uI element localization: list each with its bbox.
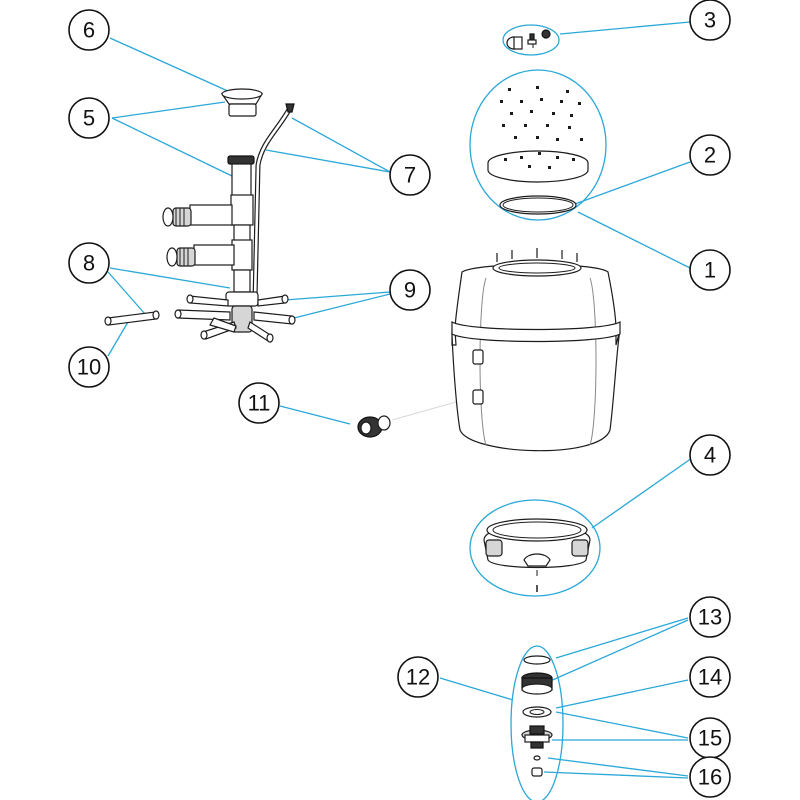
svg-text:14: 14 [698, 665, 722, 690]
leader-lines [107, 21, 693, 779]
drain-plug-part-11 [357, 415, 391, 438]
leader-13b [547, 619, 689, 683]
callout-16: 16 [689, 756, 731, 798]
svg-text:10: 10 [77, 355, 101, 380]
callout-10: 10 [68, 346, 110, 388]
collector-assembly [104, 88, 391, 438]
callout-1: 1 [689, 249, 731, 291]
svg-text:15: 15 [698, 726, 722, 751]
fittings-part-3 [506, 29, 551, 50]
callout-12: 12 [397, 656, 439, 698]
leader-8a [109, 267, 231, 289]
svg-text:5: 5 [83, 106, 95, 131]
o-ring-part-2 [499, 195, 577, 215]
svg-text:8: 8 [83, 251, 95, 276]
leader-1 [577, 211, 691, 269]
leader-5b [111, 117, 233, 177]
callout-5: 5 [68, 97, 110, 139]
leader-6 [109, 37, 231, 93]
leader-16a [547, 757, 689, 777]
leader-11 [279, 405, 351, 425]
svg-text:2: 2 [704, 143, 716, 168]
filter-tank [451, 248, 621, 452]
callout-2: 2 [689, 134, 731, 176]
lateral-right [253, 311, 293, 325]
leader-15a [555, 711, 689, 739]
tank-base-part-4 [483, 518, 591, 592]
leader-10 [107, 321, 129, 357]
svg-text:12: 12 [406, 665, 430, 690]
callout-8: 8 [68, 242, 110, 284]
leader-13a [555, 617, 689, 659]
svg-text:7: 7 [404, 163, 416, 188]
lateral-back-right [257, 295, 286, 307]
svg-text:1: 1 [704, 258, 716, 283]
leader-5a [111, 101, 226, 119]
leader-9a [284, 291, 391, 301]
leader-9b [293, 293, 391, 319]
callout-15: 15 [689, 717, 731, 759]
callout-3: 3 [689, 0, 731, 41]
callout-9: 9 [389, 269, 431, 311]
lateral-hub [174, 291, 296, 343]
callout-4: 4 [689, 434, 731, 476]
spare-lateral-part-10 [104, 310, 160, 326]
bubble-part-12 [510, 645, 564, 800]
leader-2 [574, 161, 691, 205]
callout-11: 11 [238, 382, 280, 424]
leader-12 [439, 677, 514, 701]
svg-text:9: 9 [404, 278, 416, 303]
leader-14 [555, 679, 689, 709]
leader-16b [543, 771, 689, 779]
svg-text:3: 3 [704, 8, 716, 33]
diffuser-detail [487, 86, 589, 215]
tank-neck-bolts [496, 248, 578, 262]
upper-outlet-pipe [162, 204, 233, 227]
svg-text:16: 16 [698, 765, 722, 790]
callout-13: 13 [689, 596, 731, 638]
diffuser-holes [500, 86, 583, 169]
collector-pipe [227, 155, 255, 293]
air-tube-part-7 [252, 103, 295, 301]
leader-3 [559, 21, 691, 35]
tank-neck [492, 259, 582, 277]
svg-text:4: 4 [704, 443, 716, 468]
tank-band [451, 320, 621, 343]
leader-4 [591, 457, 693, 529]
lateral-left-mid [209, 317, 237, 333]
bubble-part-3 [502, 24, 560, 56]
nut-part-13 [521, 683, 553, 695]
bubble-part-1 [469, 69, 607, 221]
svg-text:6: 6 [83, 18, 95, 43]
callouts: 6 5 7 8 9 10 11 3 2 1 4 12 13 14 15 16 [68, 0, 731, 798]
lateral-left [177, 309, 231, 321]
detail-bubbles [469, 24, 607, 800]
callout-7: 7 [389, 154, 431, 196]
oring-part-16 [533, 755, 541, 761]
seal-part-13 [523, 655, 551, 665]
callout-14: 14 [689, 656, 731, 698]
drain-valve-set-part-12 [521, 655, 553, 777]
bubble-part-4 [469, 499, 601, 597]
lateral-back-left [189, 295, 229, 307]
leader-7a [291, 117, 391, 173]
svg-text:13: 13 [698, 605, 722, 630]
leader-8b [107, 271, 146, 315]
lower-outlet-pipe [166, 244, 235, 267]
funnel-part-6 [220, 88, 264, 117]
svg-text:11: 11 [248, 391, 271, 416]
callout-6: 6 [68, 9, 110, 51]
leader-7b [265, 149, 391, 173]
cap-part-16 [531, 767, 543, 777]
